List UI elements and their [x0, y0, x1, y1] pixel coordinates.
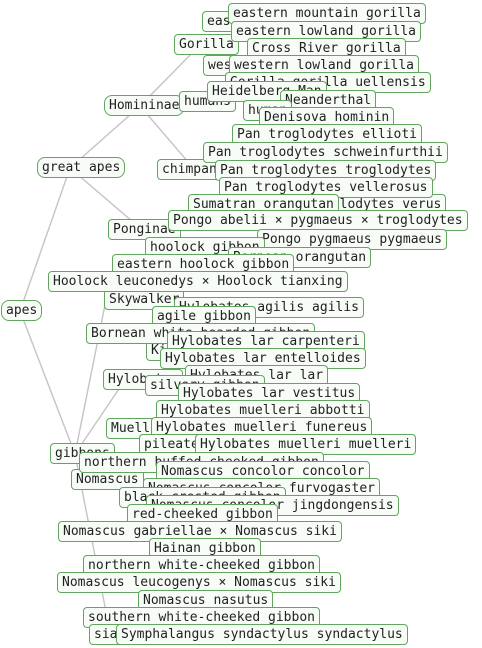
- leaf-node[interactable]: Pan troglodytes troglodytes: [215, 160, 437, 181]
- node-ponginae[interactable]: Ponginae: [108, 219, 181, 240]
- leaf-node[interactable]: Neanderthal: [280, 90, 377, 111]
- leaf-node[interactable]: Pan troglodytes ellioti: [232, 124, 423, 145]
- leaf-node[interactable]: Nomascus leucogenys × Nomascus siki: [57, 572, 341, 593]
- leaf-node[interactable]: Pongo abelii × pygmaeus × troglodytes: [168, 210, 468, 231]
- leaf-node[interactable]: Hylobates lar entelloides: [160, 348, 366, 369]
- leaf-node[interactable]: Symphalangus syndactylus syndactylus: [116, 624, 408, 645]
- edge-great-apes-ponginae: [69, 167, 141, 229]
- leaf-node[interactable]: Nomascus gabriellae × Nomascus siki: [58, 521, 342, 542]
- node-skywalker[interactable]: Skywalker: [104, 289, 185, 310]
- leaf-node[interactable]: Pan troglodytes schweinfurthii: [203, 142, 448, 163]
- leaf-node[interactable]: Sumatran orangutan: [188, 194, 339, 215]
- leaf-node[interactable]: western lowland gorilla: [229, 55, 420, 76]
- edge-apes-great-apes: [19, 167, 71, 312]
- leaf-node[interactable]: Cross River gorilla: [247, 38, 406, 59]
- node-homininae[interactable]: Homininae: [104, 95, 185, 116]
- leaf-node[interactable]: Hoolock leuconedys × Hoolock tianxing: [48, 271, 348, 292]
- node-apes[interactable]: apes: [1, 300, 43, 321]
- node-gorilla[interactable]: Gorilla: [174, 34, 239, 55]
- leaf-node[interactable]: red-cheeked gibbon: [127, 504, 278, 525]
- node-great-apes[interactable]: great apes: [37, 157, 126, 178]
- edge-gibbons-hoolock: [74, 279, 111, 455]
- edge-apes-gibbons: [19, 310, 76, 455]
- leaf-node[interactable]: Denisova hominin: [259, 107, 395, 128]
- leaf-node[interactable]: Pan troglodytes vellerosus: [219, 177, 433, 198]
- edge-gibbons-hylobates: [74, 379, 126, 455]
- leaf-node[interactable]: Hylobates lar carpenteri: [167, 331, 365, 352]
